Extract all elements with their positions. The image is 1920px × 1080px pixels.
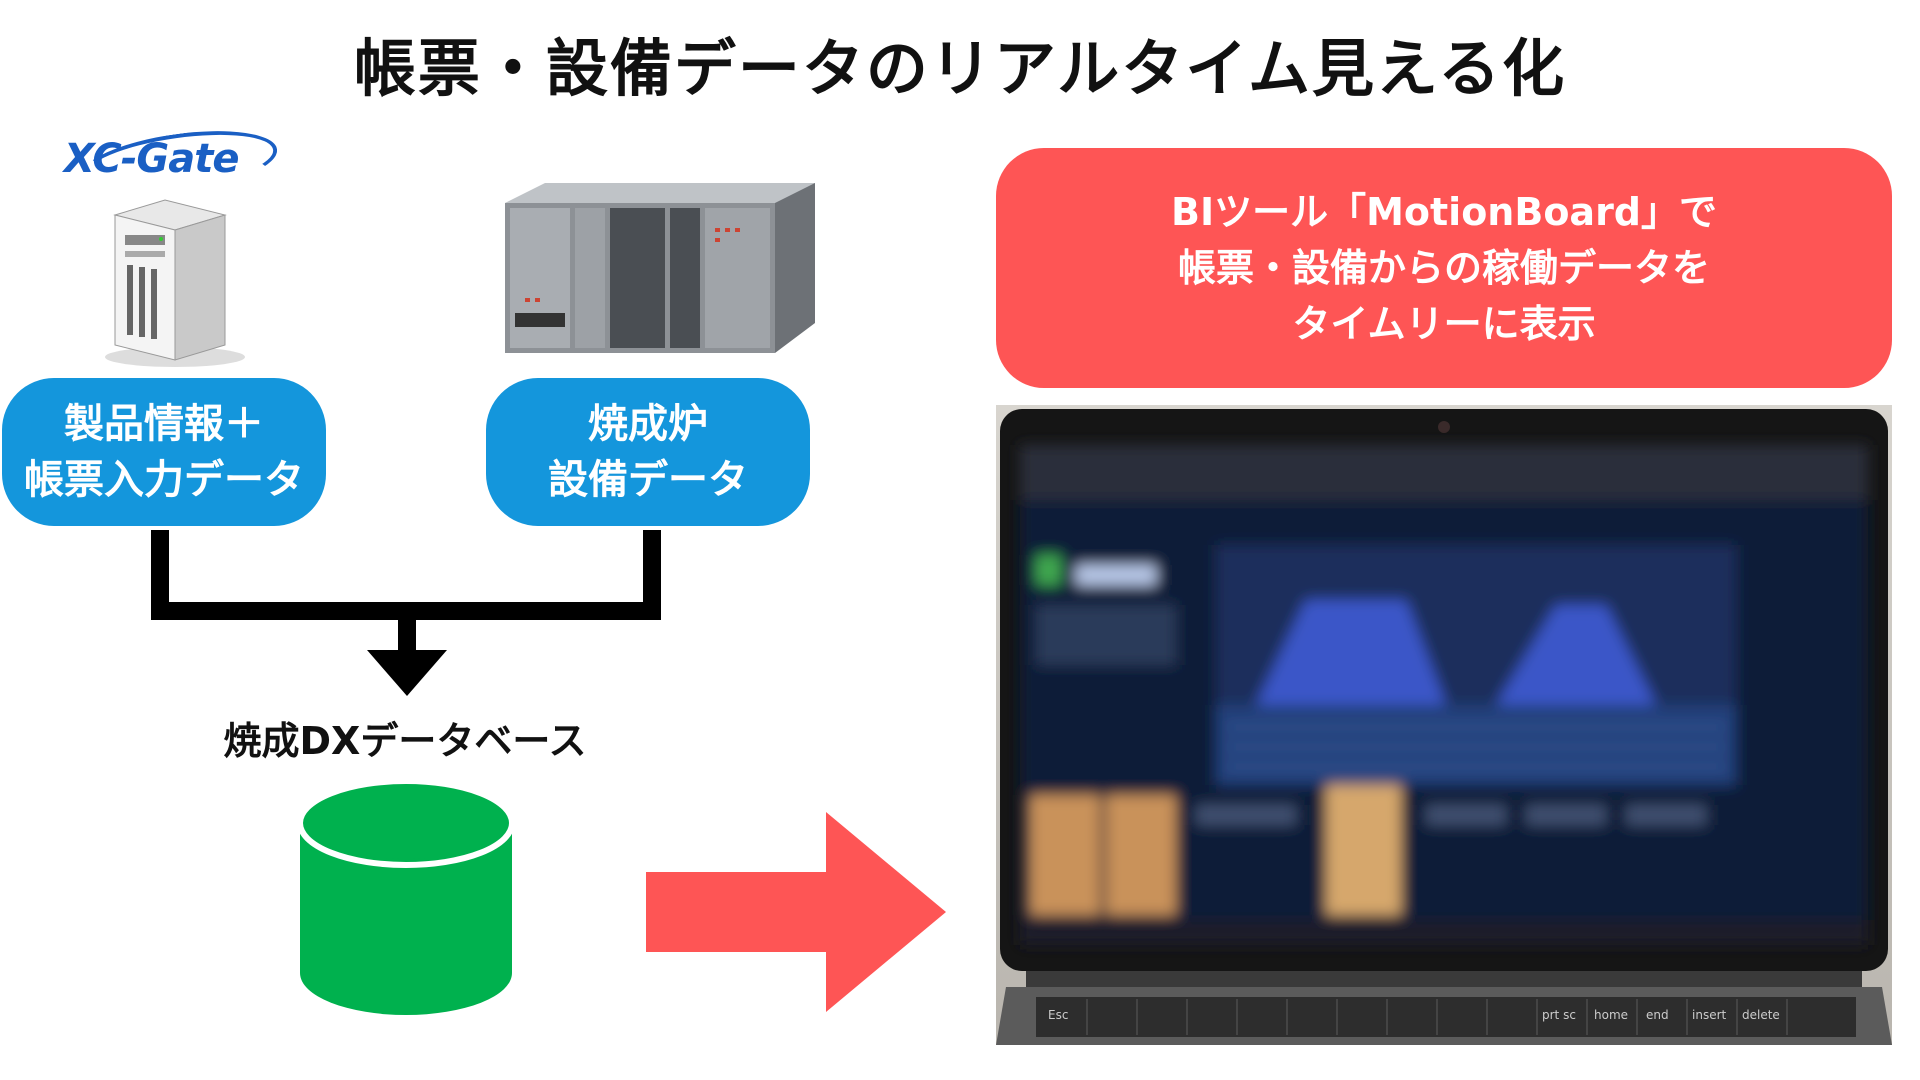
bi-tool-line3: タイムリーに表示 [1292,302,1596,346]
key-delete: delete [1742,1008,1780,1022]
down-arrow-shaft [398,615,416,655]
key-prt-sc: prt sc [1542,1008,1576,1022]
product-form-data-line2: 帳票入力データ [24,457,304,503]
furnace-data-line2: 設備データ [548,457,748,503]
bi-tool-line2: 帳票・設備からの稼働データを [1177,246,1710,290]
logo-text: XC-Gate [64,136,239,182]
furnace-equipment-data-box: 焼成炉 設備データ [486,378,810,526]
left-connector-line [151,530,169,620]
merge-connector [151,530,661,696]
key-insert: insert [1692,1008,1727,1022]
key-home: home [1594,1008,1629,1022]
horizontal-connector-line [151,602,661,620]
key-end: end [1646,1008,1669,1022]
furnace-data-line1: 焼成炉 [588,401,708,447]
bi-tool-box: BIツール「MotionBoard」で 帳票・設備からの稼働データを タイムリー… [996,148,1892,388]
key-esc: Esc [1048,1008,1069,1022]
plc-device-icon [505,183,815,353]
server-icon [105,199,245,367]
down-arrow-icon [367,650,447,696]
right-arrow-icon [646,812,946,1012]
xc-gate-logo: XC-Gate [60,120,282,206]
laptop-illustration [996,405,1892,1045]
bi-tool-line1: BIツール「MotionBoard」で [1170,190,1718,234]
laptop-photo: Esc prt sc home end insert delete [996,405,1892,1045]
database-label: 焼成DXデータベース [223,719,587,763]
product-form-data-box: 製品情報＋ 帳票入力データ [2,378,326,526]
right-connector-line [643,530,661,620]
page-title: 帳票・設備データのリアルタイム見える化 [353,32,1567,105]
database-cylinder-icon [297,778,515,1015]
product-form-data-line1: 製品情報＋ [64,401,264,447]
